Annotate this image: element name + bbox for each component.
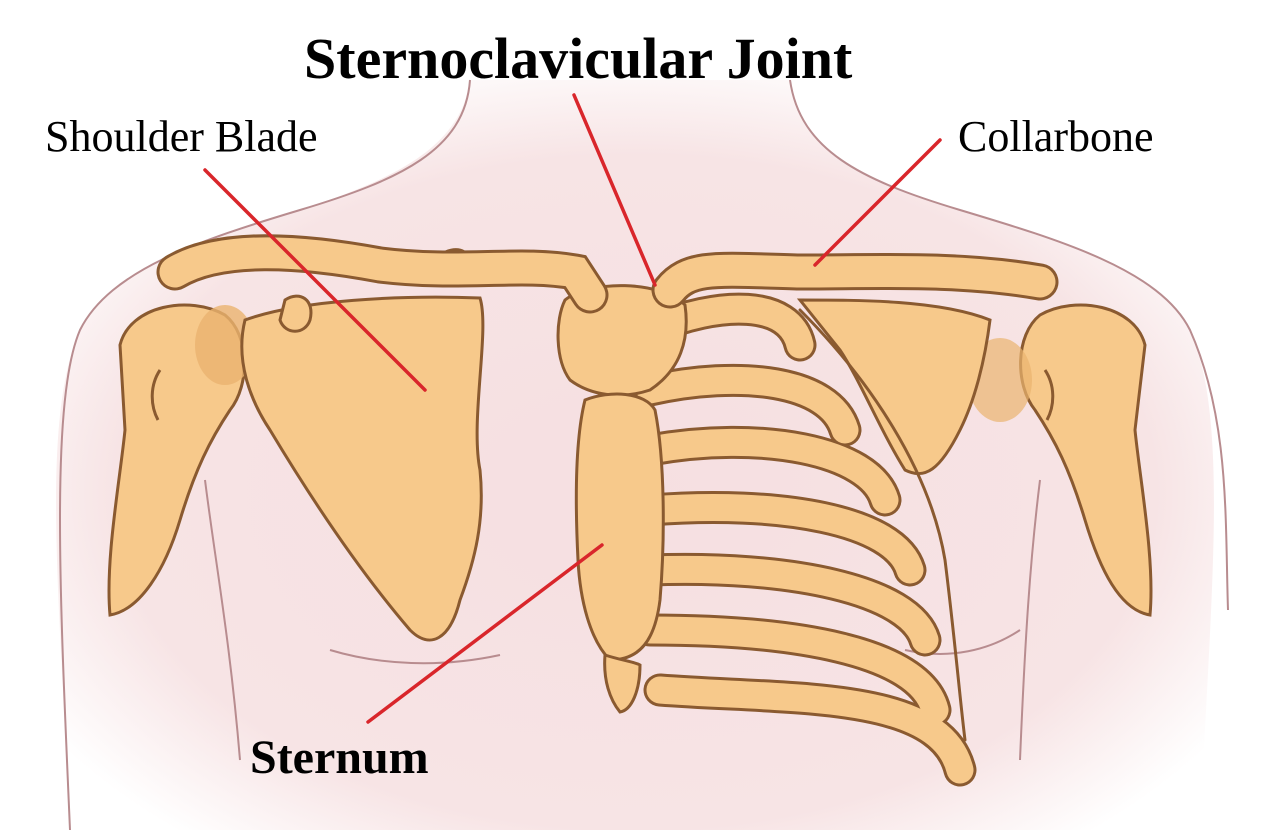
label-collarbone: Collarbone xyxy=(958,112,1154,161)
leader-line-joint xyxy=(572,93,657,287)
right-scapula xyxy=(796,298,992,476)
leader-line-sternum xyxy=(366,543,604,724)
leader-line-collarbone xyxy=(813,138,942,267)
leader-lines xyxy=(203,93,942,724)
left-humerus xyxy=(107,303,255,617)
label-shoulder-blade: Shoulder Blade xyxy=(45,112,318,161)
leader-line-shoulder-blade xyxy=(203,168,427,392)
left-clavicle xyxy=(156,234,609,314)
label-sternum: Sternum xyxy=(250,731,429,784)
diagram-title: Sternoclavicular Joint xyxy=(304,26,853,91)
right-clavicle xyxy=(651,251,1059,309)
sternum-bone xyxy=(556,284,688,714)
